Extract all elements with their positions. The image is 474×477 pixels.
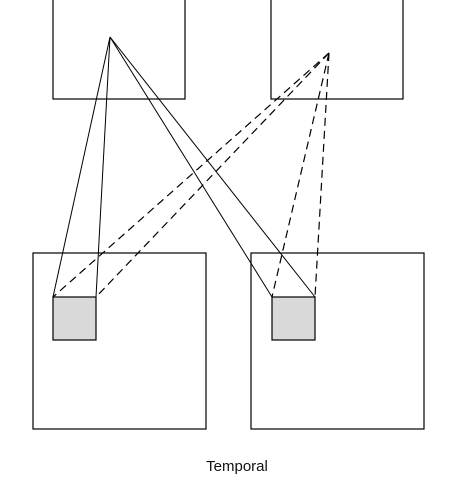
lower-right-input-map: [250, 252, 425, 430]
upper-left-feature-map: [52, 0, 186, 100]
solid-connections: [52, 36, 316, 298]
lower-left-input-map: [32, 252, 207, 430]
right-receptive-patch: [271, 296, 316, 341]
upper-right-feature-map: [270, 0, 404, 100]
temporal-caption: Temporal: [206, 458, 268, 475]
left-receptive-patch: [52, 296, 97, 341]
dashed-connections: [52, 52, 330, 298]
